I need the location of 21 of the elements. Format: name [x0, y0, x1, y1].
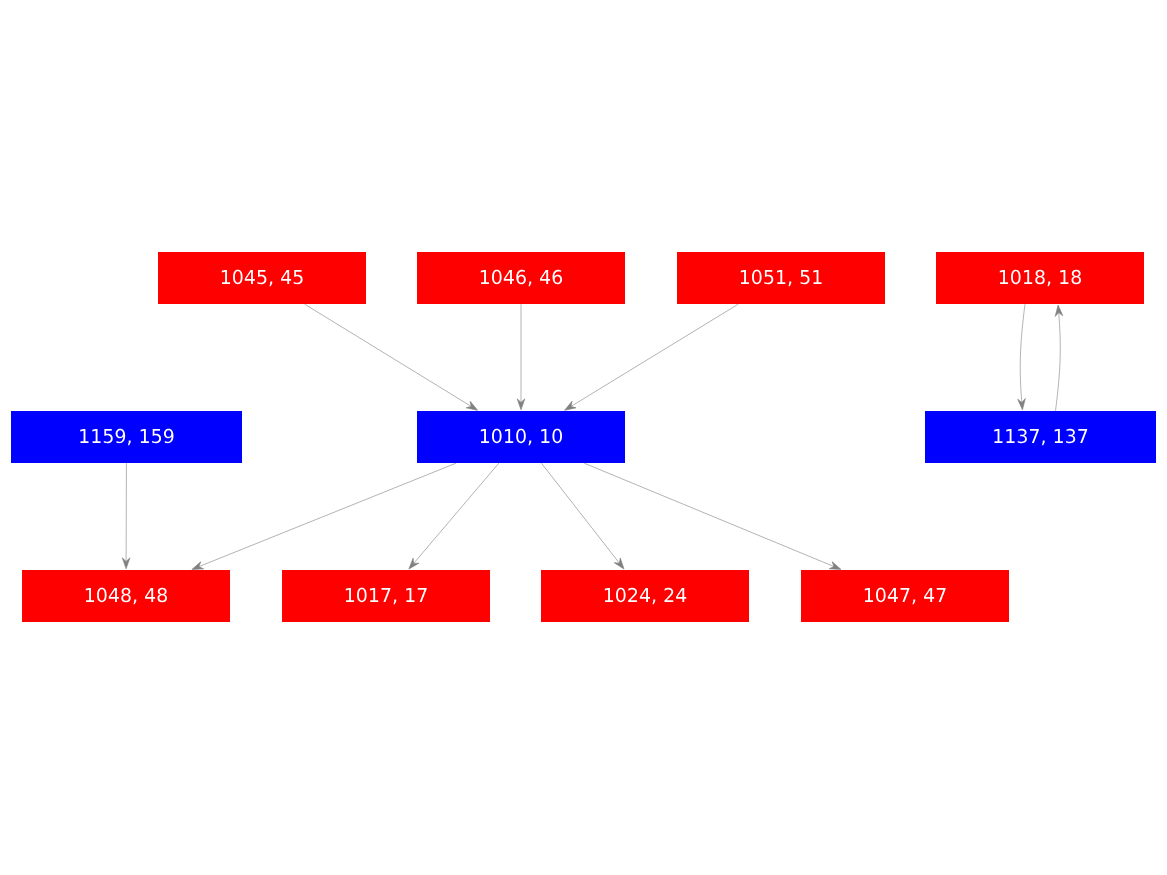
node-box: 1137, 137	[925, 411, 1156, 463]
arrow	[583, 462, 842, 570]
node-box: 1024, 24	[541, 570, 749, 622]
node-box: 1017, 17	[282, 570, 490, 622]
node-box: 1045, 45	[158, 252, 366, 304]
node-box: 1048, 48	[22, 570, 230, 622]
node-box: 1010, 10	[417, 411, 625, 463]
arrow	[191, 462, 457, 570]
arrow	[408, 462, 500, 570]
arrow	[1017, 303, 1026, 411]
arrow	[122, 462, 131, 570]
arrow	[1054, 304, 1064, 412]
node-box: 1051, 51	[677, 252, 885, 304]
node-box: 1018, 18	[936, 252, 1144, 304]
arrow	[564, 303, 739, 411]
arrow	[516, 303, 526, 411]
node-box: 1159, 159	[11, 411, 242, 463]
node-box: 1047, 47	[801, 570, 1009, 622]
node-box: 1046, 46	[417, 252, 625, 304]
arrow	[304, 303, 478, 411]
arrow	[541, 462, 625, 570]
